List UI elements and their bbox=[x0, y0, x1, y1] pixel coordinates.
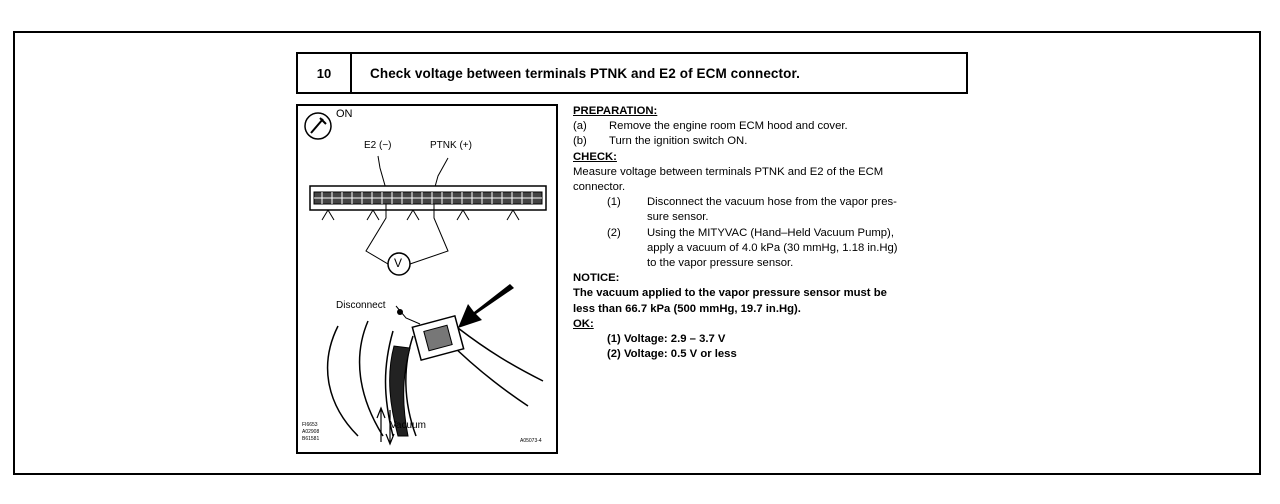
check-heading: CHECK: bbox=[573, 150, 617, 163]
check-intro-line-1: Measure voltage between terminals PTNK a… bbox=[573, 165, 884, 178]
disconnect-arrow-icon bbox=[458, 284, 514, 328]
figure-code: A05073-4 bbox=[520, 438, 542, 444]
check-step-cont: to the vapor pressure sensor. bbox=[647, 257, 794, 270]
page-frame bbox=[13, 31, 1261, 475]
notice-line-1: The vacuum applied to the vapor pressure… bbox=[573, 287, 887, 300]
prep-item: (b)Turn the ignition switch ON. bbox=[573, 135, 748, 148]
ignition-on-label: ON bbox=[336, 108, 353, 120]
vacuum-label: Vacuum bbox=[390, 420, 426, 431]
ecm-connector bbox=[309, 185, 547, 221]
vacuum-arrow-icon bbox=[376, 406, 395, 446]
check-step: (2)Using the MITYVAC (Hand–Held Vacuum P… bbox=[607, 226, 894, 239]
disconnect-label: Disconnect bbox=[336, 300, 386, 311]
step-title: Check voltage between terminals PTNK and… bbox=[370, 65, 800, 81]
step-number: 10 bbox=[298, 54, 352, 92]
code-line-3: B61581 bbox=[302, 436, 320, 442]
ok-item: (2) Voltage: 0.5 V or less bbox=[607, 348, 737, 361]
vacuum-hose-drawing bbox=[326, 305, 544, 437]
check-intro-line-2: connector. bbox=[573, 181, 626, 194]
code-line-2: A02908 bbox=[302, 429, 320, 435]
ignition-key-icon bbox=[304, 112, 332, 140]
ptnk-terminal-label: PTNK (+) bbox=[430, 140, 472, 151]
voltmeter-icon bbox=[387, 252, 411, 276]
voltmeter-label: V bbox=[394, 256, 403, 270]
notice-heading: NOTICE: bbox=[573, 272, 620, 285]
illustration-drawing bbox=[304, 112, 547, 446]
wiring-illustration: ON E2 (−) PTNK (+) V Disconnect Vacuum F… bbox=[296, 104, 558, 454]
ok-heading: OK: bbox=[573, 317, 594, 330]
prep-item: (a)Remove the engine room ECM hood and c… bbox=[573, 120, 848, 133]
ok-item: (1) Voltage: 2.9 – 3.7 V bbox=[607, 333, 726, 346]
instruction-text: PREPARATION: (a)Remove the engine room E… bbox=[573, 104, 973, 362]
check-step-cont: apply a vacuum of 4.0 kPa (30 mmHg, 1.18… bbox=[647, 241, 898, 254]
check-step-cont: sure sensor. bbox=[647, 211, 709, 224]
check-step: (1)Disconnect the vacuum hose from the v… bbox=[607, 196, 897, 209]
code-line-1: FI6653 bbox=[302, 422, 318, 428]
e2-terminal-label: E2 (−) bbox=[364, 140, 392, 151]
preparation-heading: PREPARATION: bbox=[573, 105, 658, 117]
notice-line-2: less than 66.7 kPa (500 mmHg, 19.7 in.Hg… bbox=[573, 302, 801, 315]
step-header: 10 Check voltage between terminals PTNK … bbox=[296, 52, 968, 94]
